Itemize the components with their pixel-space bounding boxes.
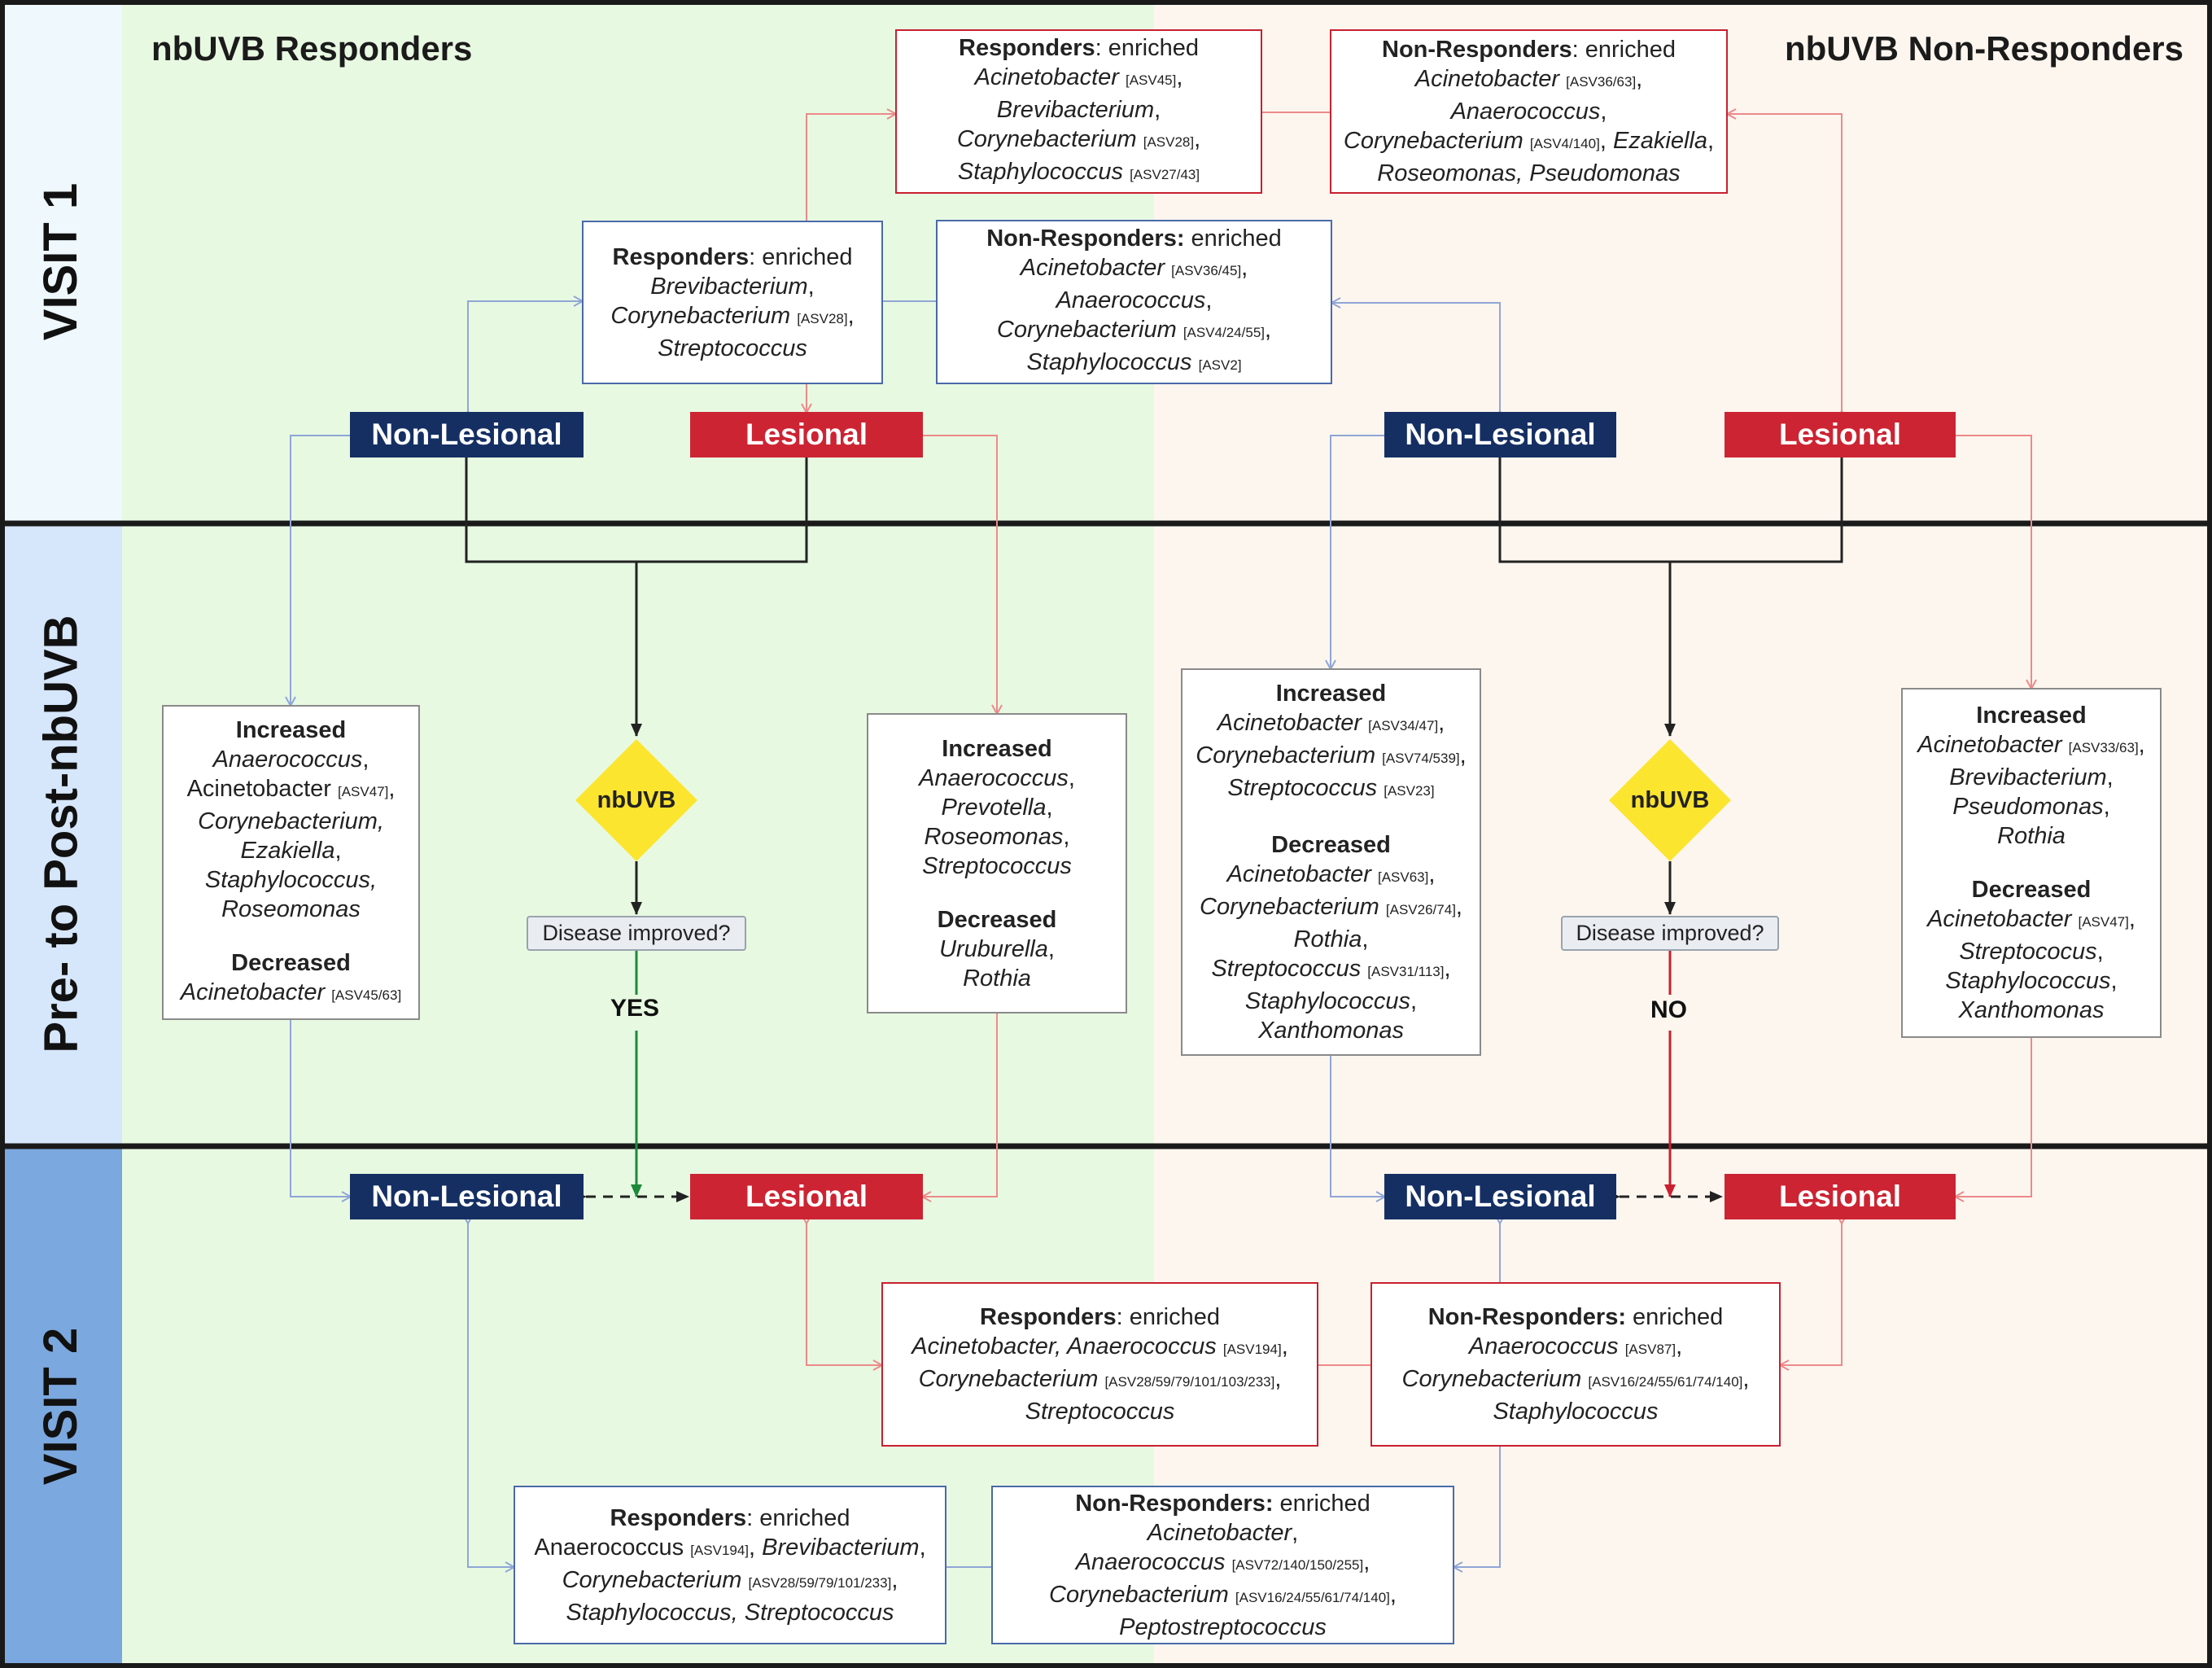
v1-nonlesional-nonresponders-enriched-box: Non-Responders: enriched Acinetobacter […	[936, 220, 1332, 384]
v2-lesional-nonresponders-enriched-box: Non-Responders: enriched Anaerococcus [A…	[1370, 1282, 1781, 1447]
v1-nonresponders-lesional-node: Lesional	[1725, 412, 1956, 457]
visit1-band-strip	[0, 0, 122, 523]
v2-responders-lesional-node: Lesional	[690, 1174, 923, 1219]
change-responders-nonlesional-box: Increased Anaerococcus, Acinetobacter [A…	[162, 705, 420, 1020]
v1-lesional-nonresponders-enriched-box: Non-Responders: enriched Acinetobacter […	[1330, 29, 1728, 194]
v2-responders-nonlesional-node: Non-Lesional	[350, 1174, 584, 1219]
v2-nonresponders-lesional-node: Lesional	[1725, 1174, 1956, 1219]
responders-title: nbUVB Responders	[151, 29, 473, 68]
v2-nonresponders-nonlesional-node: Non-Lesional	[1384, 1174, 1616, 1219]
v2-nonlesional-nonresponders-enriched-box: Non-Responders: enriched Acinetobacter, …	[991, 1486, 1454, 1644]
v1-responders-lesional-node: Lesional	[690, 412, 923, 457]
v2-nonlesional-responders-enriched-box: Responders: enriched Anaerococcus [ASV19…	[514, 1486, 946, 1644]
responders-disease-improved-box: Disease improved?	[527, 916, 746, 951]
nonresponders-title: nbUVB Non-Responders	[1785, 29, 2184, 68]
yes-label: YES	[610, 995, 660, 1022]
change-nonresponders-nonlesional-box: Increased Acinetobacter [ASV34/47], Cory…	[1181, 668, 1481, 1056]
prepost-band-strip	[0, 523, 122, 1144]
v2-lesional-responders-enriched-box: Responders: enriched Acinetobacter, Anae…	[881, 1282, 1318, 1447]
nonresponders-nbuvb-decision: nbUVB	[1609, 739, 1731, 861]
change-nonresponders-lesional-box: Increased Acinetobacter [ASV33/63], Brev…	[1901, 688, 2162, 1038]
no-label: NO	[1650, 996, 1687, 1023]
v1-nonresponders-nonlesional-node: Non-Lesional	[1384, 412, 1616, 457]
responders-nbuvb-decision: nbUVB	[575, 739, 697, 861]
v1-nonlesional-responders-enriched-box: Responders: enriched Brevibacterium, Cor…	[582, 221, 883, 384]
visit2-band-strip	[0, 1144, 122, 1668]
nonresponders-disease-improved-box: Disease improved?	[1561, 916, 1779, 951]
v1-responders-nonlesional-node: Non-Lesional	[350, 412, 584, 457]
v1-lesional-responders-enriched-box: Responders: enriched Acinetobacter [ASV4…	[895, 29, 1262, 194]
change-responders-lesional-box: Increased Anaerococcus, Prevotella, Rose…	[867, 713, 1127, 1013]
